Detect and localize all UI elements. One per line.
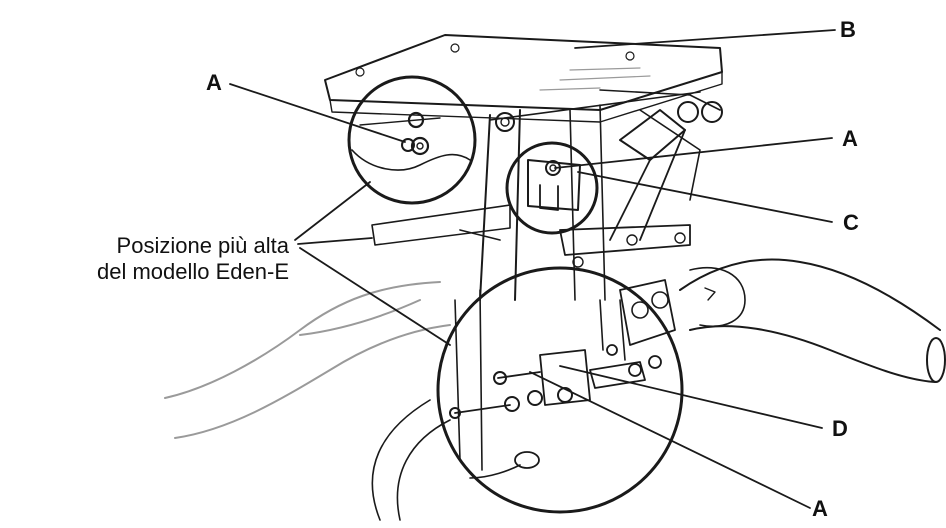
leader-a3 xyxy=(529,371,811,509)
seat-plate xyxy=(324,34,723,123)
label-c: C xyxy=(843,210,859,235)
label-a-upper: A xyxy=(206,70,222,95)
leader-caption-3 xyxy=(299,247,451,346)
caption-line-1: Posizione più alta xyxy=(116,233,289,258)
label-d: D xyxy=(832,416,848,441)
leader-b xyxy=(574,29,836,49)
right-frame-tube xyxy=(679,258,946,383)
leader-a1 xyxy=(229,83,406,143)
label-a-lower: A xyxy=(812,496,828,521)
caption-line-2: del modello Eden-E xyxy=(96,258,289,284)
leader-d xyxy=(559,365,823,429)
leader-caption-2 xyxy=(297,237,373,245)
detail-circle-middle xyxy=(505,141,599,235)
caption: Posizione più alta del modello Eden-E xyxy=(4,233,289,285)
label-b: B xyxy=(840,17,856,42)
detail-circle-upper xyxy=(347,75,477,205)
left-frame-tubes xyxy=(164,281,451,521)
leader-c xyxy=(577,171,833,223)
leader-caption-1 xyxy=(294,181,371,241)
upright-frame xyxy=(371,89,723,346)
leader-lines xyxy=(229,29,836,509)
detail-circle-lower xyxy=(436,266,684,514)
leader-a2 xyxy=(554,137,833,169)
label-a-middle: A xyxy=(842,126,858,151)
